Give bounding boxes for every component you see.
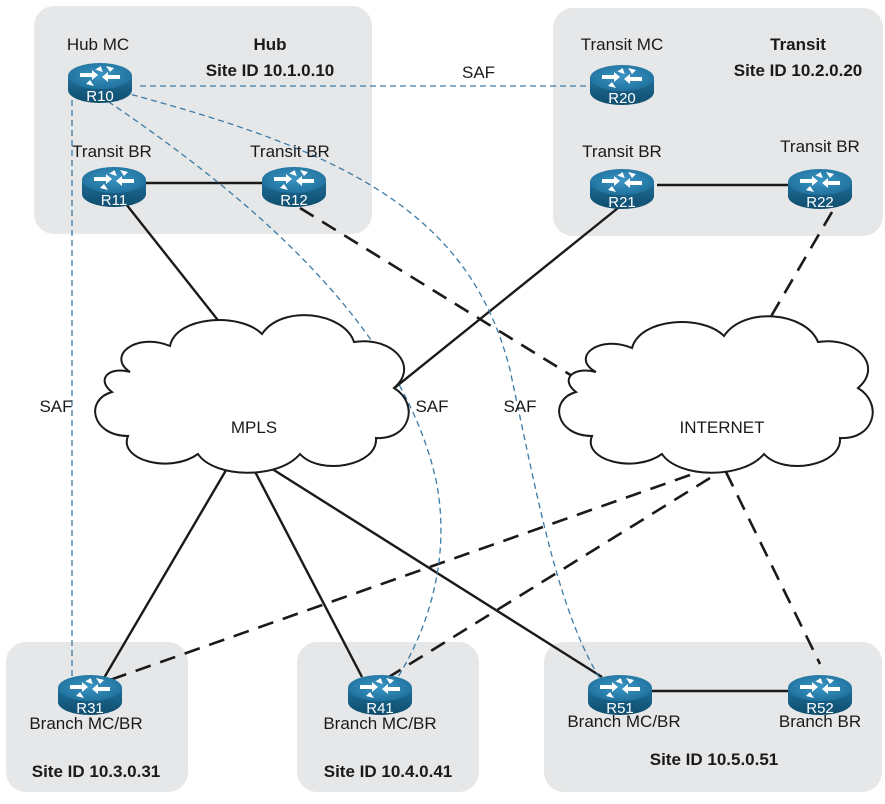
mpls-label: MPLS bbox=[231, 418, 277, 437]
router-r51[interactable]: R51 bbox=[588, 675, 652, 717]
saf-label-left: SAF bbox=[39, 397, 72, 416]
router-r21-id: R21 bbox=[608, 194, 636, 211]
router-r22-role: Transit BR bbox=[780, 137, 860, 156]
internet-label: INTERNET bbox=[680, 418, 765, 437]
branch4-site-id: Site ID 10.4.0.41 bbox=[324, 762, 453, 781]
link-mpls-r41 bbox=[248, 461, 364, 678]
router-r52-role: Branch BR bbox=[779, 712, 861, 731]
router-r12-role: Transit BR bbox=[250, 142, 330, 161]
router-r20-id: R20 bbox=[608, 90, 636, 107]
router-r31-id: R31 bbox=[76, 700, 104, 717]
link-mpls-r51 bbox=[257, 458, 603, 679]
solid-links bbox=[102, 181, 808, 693]
link-r21-mpls bbox=[381, 207, 619, 399]
saf-label-top: SAF bbox=[462, 63, 495, 82]
saf-links bbox=[71, 85, 607, 689]
router-r21[interactable]: R21 bbox=[590, 169, 654, 211]
router-r22[interactable]: R22 bbox=[788, 169, 852, 211]
router-r31[interactable]: R31 bbox=[58, 675, 122, 717]
router-r22-id: R22 bbox=[806, 194, 834, 211]
router-r41[interactable]: R41 bbox=[348, 675, 412, 717]
link-internet-r52 bbox=[724, 471, 822, 665]
link-internet-r41 bbox=[383, 476, 711, 682]
link-r22-internet bbox=[740, 211, 834, 367]
saf-r10-r41 bbox=[99, 95, 442, 687]
internet-links bbox=[109, 206, 834, 682]
router-r11-id: R11 bbox=[101, 192, 127, 209]
link-mpls-r31 bbox=[102, 459, 234, 679]
router-r11-role: Transit BR bbox=[72, 142, 152, 161]
hub-site-name: Hub bbox=[253, 35, 286, 54]
router-r51-id: R51 bbox=[606, 700, 634, 717]
router-r20[interactable]: R20 bbox=[590, 65, 654, 107]
link-r12-internet bbox=[299, 206, 599, 394]
branch3-site-box bbox=[6, 642, 188, 792]
router-r12-id: R12 bbox=[280, 192, 308, 209]
branch5-site-id: Site ID 10.5.0.51 bbox=[650, 750, 779, 769]
router-r52-id: R52 bbox=[806, 700, 834, 717]
router-r10-role: Hub MC bbox=[67, 35, 129, 54]
mpls-cloud: MPLS bbox=[94, 314, 410, 474]
router-r12[interactable]: R12 bbox=[262, 167, 326, 209]
saf-label-mid1: SAF bbox=[415, 397, 448, 416]
router-r31-role: Branch MC/BR bbox=[29, 714, 142, 733]
transit-site-name: Transit bbox=[770, 35, 826, 54]
router-r41-id: R41 bbox=[366, 700, 394, 717]
router-r21-role: Transit BR bbox=[582, 142, 662, 161]
saf-label-mid2: SAF bbox=[503, 397, 536, 416]
router-r11[interactable]: R11 bbox=[82, 167, 146, 209]
router-r41-role: Branch MC/BR bbox=[323, 714, 436, 733]
router-r10-id: R10 bbox=[86, 88, 114, 105]
transit-site-id: Site ID 10.2.0.20 bbox=[734, 61, 863, 80]
branch4-site-box bbox=[297, 642, 479, 792]
branch3-site-id: Site ID 10.3.0.31 bbox=[32, 762, 161, 781]
router-r51-role: Branch MC/BR bbox=[567, 712, 680, 731]
saf-r10-r51 bbox=[121, 91, 607, 689]
hub-site-id: Site ID 10.1.0.10 bbox=[206, 61, 335, 80]
router-r10[interactable]: R10 bbox=[68, 63, 132, 105]
internet-cloud: INTERNET bbox=[558, 315, 874, 474]
router-r20-role: Transit MC bbox=[581, 35, 664, 54]
router-r52[interactable]: R52 bbox=[788, 675, 852, 717]
